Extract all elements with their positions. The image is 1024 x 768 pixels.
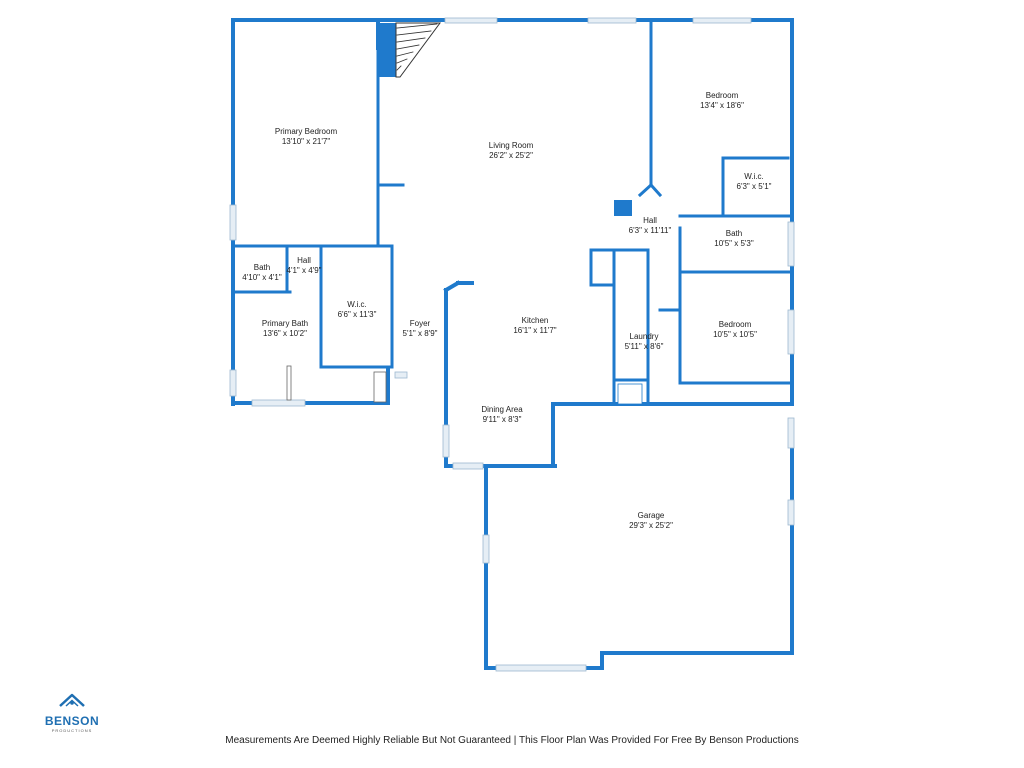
closet-door xyxy=(373,371,387,403)
room-dimensions: 6'3" x 5'1" xyxy=(736,182,772,191)
window xyxy=(787,221,795,267)
room-name: Living Room xyxy=(488,141,534,150)
room-label-hall-west: Hall 4'1" x 4'9" xyxy=(287,256,322,276)
fireplace-hatch xyxy=(396,44,420,50)
room-label-kitchen: Kitchen 16'1" x 11'7" xyxy=(513,316,556,336)
room-dimensions: 6'6" x 11'3" xyxy=(337,310,377,319)
walls xyxy=(231,18,794,670)
house-logo-icon xyxy=(59,693,85,707)
room-dimensions: 10'5" x 5'3" xyxy=(714,239,754,248)
room-dimensions: 5'1" x 8'9" xyxy=(402,329,438,338)
room-dimensions: 10'5" x 10'5" xyxy=(713,330,757,339)
interior-wall xyxy=(648,182,663,198)
room-label-hall-east: Hall 6'3" x 11'11" xyxy=(629,216,672,236)
room-name: Foyer xyxy=(409,319,431,328)
window xyxy=(495,664,587,672)
fireplace-hatch xyxy=(396,30,432,36)
fireplace-hatch xyxy=(396,23,438,29)
room-name: Bedroom xyxy=(718,320,752,329)
window xyxy=(587,17,637,24)
benson-logo: BENSON PRODUCTIONS xyxy=(38,692,106,734)
disclaimer-text: Measurements Are Deemed Highly Reliable … xyxy=(225,735,799,746)
fireplace-hatch xyxy=(396,65,402,71)
room-label-living-room: Living Room 26'2" x 25'2" xyxy=(489,141,533,161)
room-dimensions: 13'6" x 10'2" xyxy=(263,329,307,338)
room-label-laundry: Laundry 5'11" x 8'6" xyxy=(625,332,664,352)
window xyxy=(452,462,484,470)
window xyxy=(787,499,795,526)
window xyxy=(442,424,450,458)
window xyxy=(229,369,237,397)
room-dimensions: 16'1" x 11'7" xyxy=(513,326,557,335)
room-dimensions: 13'4" x 18'6" xyxy=(700,101,744,110)
window xyxy=(482,534,490,564)
room-label-foyer: Foyer 5'1" x 8'9" xyxy=(403,319,438,339)
interior-wall xyxy=(637,182,654,198)
room-name: Primary Bath xyxy=(261,319,309,328)
room-label-wic-bedroom: W.i.c. 6'3" x 5'1" xyxy=(737,172,772,192)
window xyxy=(251,399,306,407)
room-name: W.i.c. xyxy=(347,300,367,309)
room-dimensions: 6'3" x 11'11" xyxy=(628,226,672,235)
fireplace-hatch xyxy=(396,51,414,57)
room-name: Hall xyxy=(643,216,657,225)
window xyxy=(787,417,795,449)
room-label-dining-area: Dining Area 9'11" x 8'3" xyxy=(481,405,522,425)
logo-name: BENSON xyxy=(44,714,100,728)
room-dimensions: 9'11" x 8'3" xyxy=(482,415,522,424)
shower-partition xyxy=(286,365,292,401)
window xyxy=(444,17,498,24)
room-name: Bath xyxy=(253,263,271,272)
room-dimensions: 4'10" x 4'1" xyxy=(242,273,282,282)
room-dimensions: 5'11" x 8'6" xyxy=(624,342,664,351)
room-label-primary-bath: Primary Bath 13'6" x 10'2" xyxy=(262,319,308,339)
room-label-garage: Garage 29'3" x 25'2" xyxy=(629,511,673,531)
room-name: Bedroom xyxy=(705,91,739,100)
room-label-bath-west: Bath 4'10" x 4'1" xyxy=(242,263,281,283)
window xyxy=(394,371,408,379)
window xyxy=(692,17,752,24)
room-label-primary-bedroom: Primary Bedroom 13'10" x 21'7" xyxy=(275,127,337,147)
room-name: Kitchen xyxy=(521,316,549,325)
fireplace xyxy=(395,22,441,78)
room-dimensions: 4'1" x 4'9" xyxy=(286,266,322,275)
room-label-wic-primary: W.i.c. 6'6" x 11'3" xyxy=(338,300,377,320)
room-dimensions: 13'10" x 21'7" xyxy=(281,137,331,146)
logo-subtitle: PRODUCTIONS xyxy=(51,728,93,733)
laundry-closet xyxy=(617,383,643,405)
room-name: Dining Area xyxy=(481,405,523,414)
room-name: Laundry xyxy=(629,332,659,341)
fireplace-hearth xyxy=(379,23,396,77)
fireplace-hatch xyxy=(396,58,408,64)
windows xyxy=(229,17,795,672)
room-name: Bath xyxy=(725,229,743,238)
room-label-bedroom-south: Bedroom 10'5" x 10'5" xyxy=(713,320,757,340)
room-label-bedroom-north: Bedroom 13'4" x 18'6" xyxy=(700,91,744,111)
fixtures xyxy=(286,22,643,405)
room-name: W.i.c. xyxy=(744,172,764,181)
room-name: Hall xyxy=(297,256,311,265)
window xyxy=(229,204,237,241)
room-label-bath-east: Bath 10'5" x 5'3" xyxy=(714,229,753,249)
room-dimensions: 26'2" x 25'2" xyxy=(489,151,533,160)
room-name: Primary Bedroom xyxy=(274,127,338,136)
structural-column xyxy=(614,200,632,216)
window xyxy=(787,309,795,355)
fireplace-hatch xyxy=(396,37,426,43)
room-name: Garage xyxy=(637,511,665,520)
room-dimensions: 29'3" x 25'2" xyxy=(629,521,673,530)
